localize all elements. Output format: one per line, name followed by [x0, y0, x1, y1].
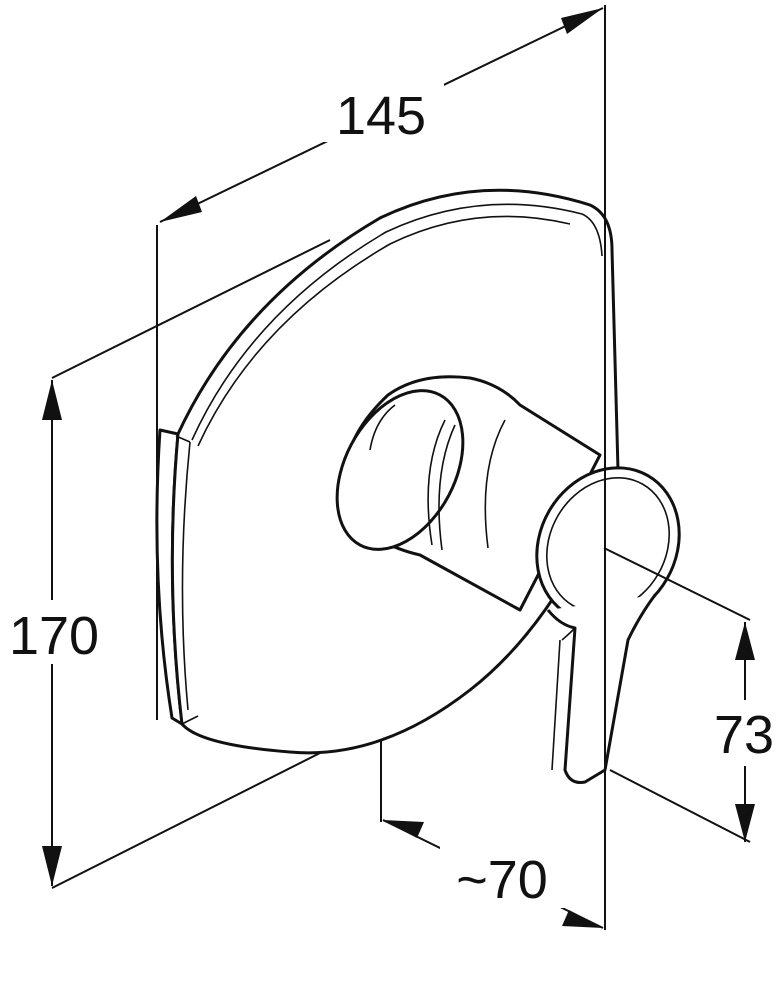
dimension-label-width: 145: [336, 86, 426, 146]
dimension-height: 170: [2, 239, 331, 889]
cover-plate-bevel: [191, 203, 603, 441]
arrowhead: [735, 804, 755, 842]
arrowhead: [160, 196, 202, 222]
dimension-width: 145: [156, 5, 606, 930]
arrowhead: [562, 910, 603, 928]
lever: [546, 594, 657, 784]
arrowhead: [561, 8, 603, 34]
dimension-projection: ~70: [380, 740, 604, 929]
dimension-label-lever-height: 73: [714, 705, 774, 765]
dimension-label-projection: ~70: [456, 850, 548, 910]
dimension-lever-height: 73: [603, 547, 784, 843]
handle-body: [335, 375, 681, 624]
handle-base-ring: [335, 389, 465, 551]
arrowhead: [735, 622, 755, 660]
dimension-label-height: 170: [9, 606, 99, 666]
arrowhead: [42, 846, 62, 886]
arrowhead: [42, 380, 62, 420]
arrowhead: [383, 820, 424, 838]
